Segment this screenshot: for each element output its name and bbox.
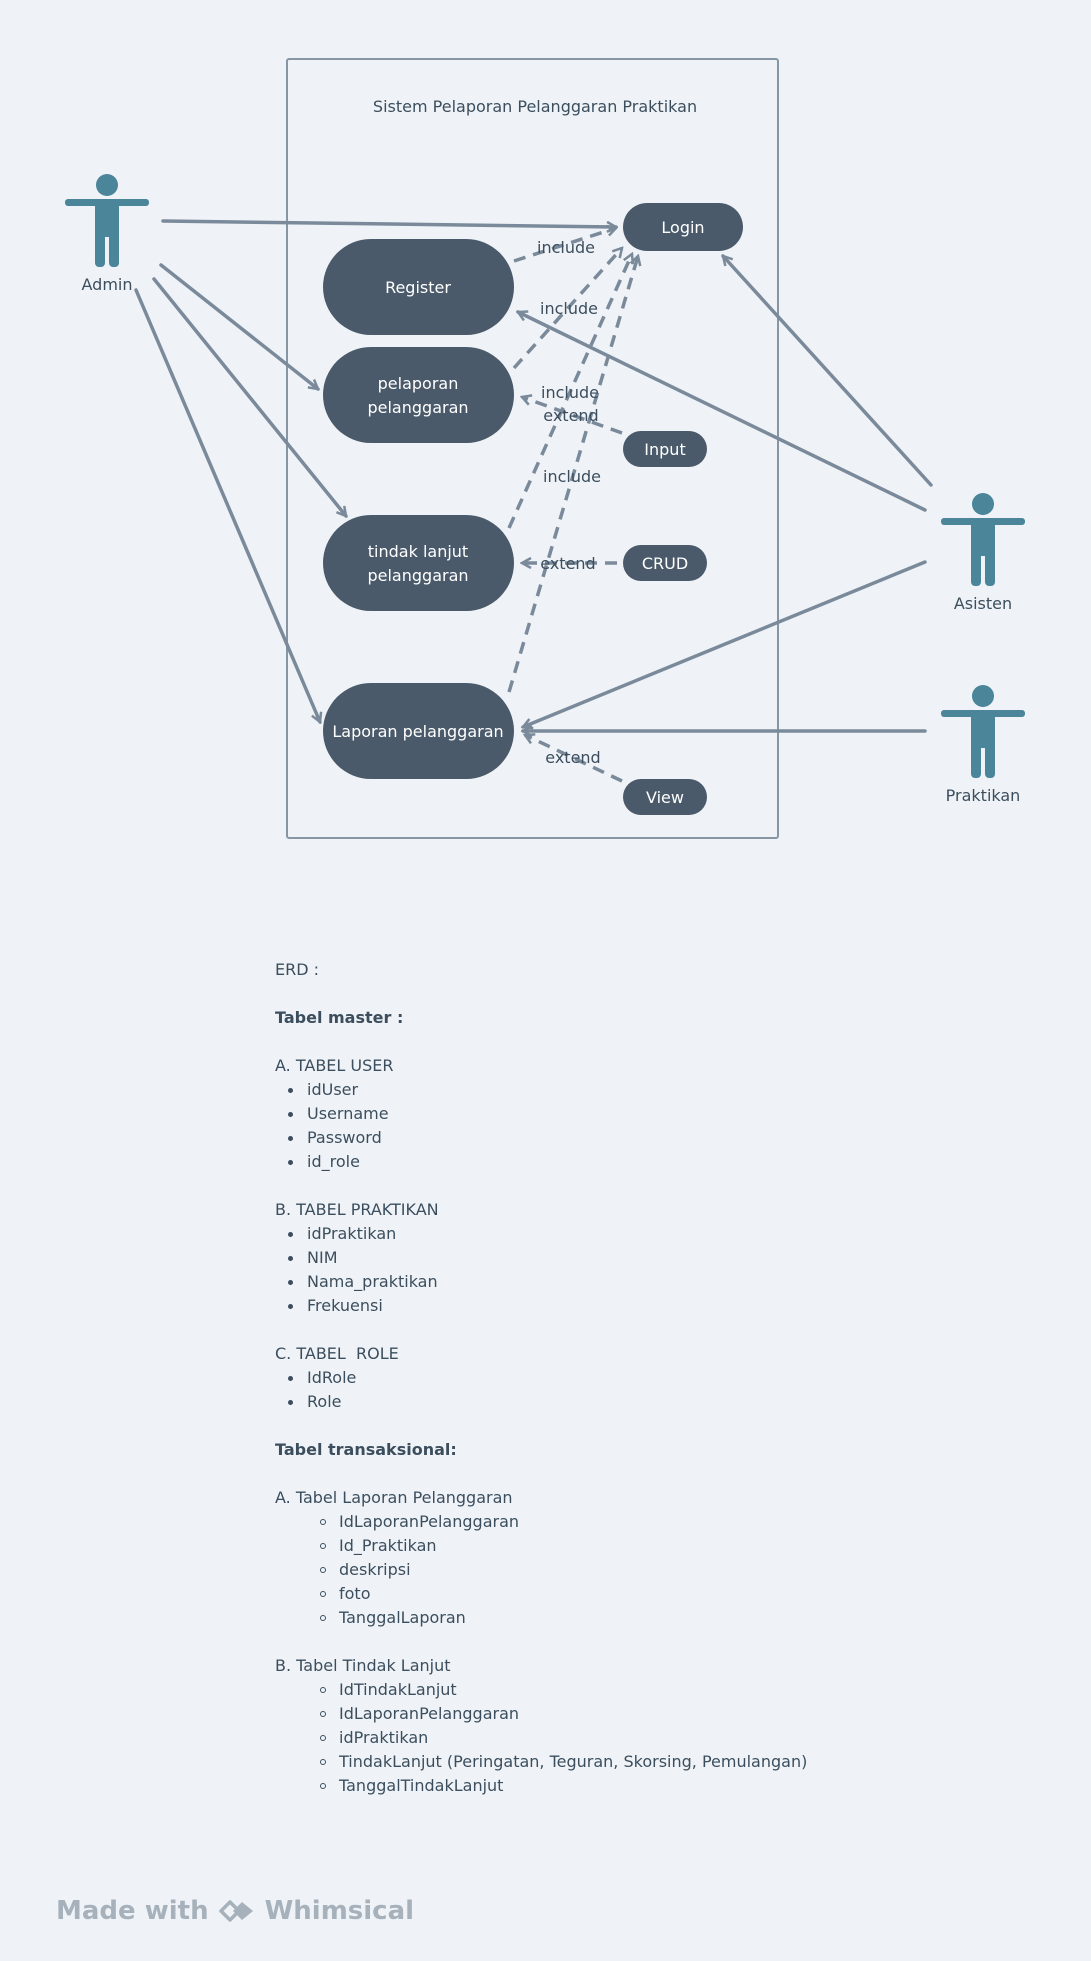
include-pelaporan-login (512, 248, 622, 370)
label-extend-3: extend (545, 748, 600, 767)
use-case-tindak-lanjut: tindak lanjut pelanggaran (323, 515, 514, 611)
field-item: TanggalLaporan (275, 1606, 1055, 1630)
svg-text:pelanggaran: pelanggaran (367, 398, 468, 417)
include-register-login (513, 228, 616, 263)
svg-text:tindak lanjut: tindak lanjut (368, 542, 468, 561)
actor-praktikan-icon (941, 685, 1025, 778)
assoc-admin-pelaporan (159, 263, 318, 391)
field-item: idPraktikan (275, 1222, 1055, 1246)
label-include-1: include (537, 238, 595, 257)
label-extend-1: extend (543, 406, 598, 425)
table-name: B. TABEL PRAKTIKAN (275, 1200, 439, 1219)
field-item: Role (275, 1390, 1055, 1414)
field-item: Id_Praktikan (275, 1534, 1055, 1558)
extend-view-laporan (525, 735, 623, 783)
system-title: Sistem Pelaporan Pelanggaran Praktikan (373, 97, 697, 116)
field-item: Nama_praktikan (275, 1270, 1055, 1294)
field-item: IdRole (275, 1366, 1055, 1390)
field-item: id_role (275, 1150, 1055, 1174)
made-with-whimsical-badge[interactable]: Made with Whimsical (56, 1896, 414, 1926)
assoc-asisten-laporan (523, 560, 927, 727)
use-case-laporan-pelanggaran: Laporan pelanggaran (323, 683, 514, 779)
whimsical-brand: Whimsical (264, 1896, 415, 1926)
svg-text:CRUD: CRUD (642, 554, 688, 573)
table-name: A. Tabel Laporan Pelanggaran (275, 1488, 513, 1507)
assoc-admin-tindak (152, 277, 348, 516)
field-item: Password (275, 1126, 1055, 1150)
field-item: TanggalTindakLanjut (275, 1774, 1055, 1798)
actor-asisten-label: Asisten (954, 594, 1012, 613)
whimsical-logo-icon (218, 1900, 253, 1922)
svg-text:View: View (646, 788, 684, 807)
made-with-label: Made with (56, 1896, 209, 1926)
assoc-asisten-register (518, 312, 927, 512)
system-boundary (286, 58, 779, 839)
use-case-login: Login (623, 203, 743, 251)
assoc-admin-laporan (134, 288, 320, 722)
label-extend-2: extend (540, 554, 595, 573)
svg-text:Laporan pelanggaran: Laporan pelanggaran (332, 722, 503, 741)
use-case-input: Input (623, 431, 707, 467)
extend-input-pelaporan (522, 397, 623, 435)
use-case-crud: CRUD (623, 545, 707, 581)
table-name: A. TABEL USER (275, 1056, 394, 1075)
transactional-heading: Tabel transaksional: (275, 1440, 457, 1459)
field-item: foto (275, 1582, 1055, 1606)
use-case-pelaporan-pelanggaran: pelaporan pelanggaran (323, 347, 514, 443)
field-item: idPraktikan (275, 1726, 1055, 1750)
actor-admin-icon (65, 174, 149, 267)
use-case-diagram: Sistem Pelaporan Pelanggaran Praktikan i… (65, 58, 1025, 839)
svg-text:Register: Register (385, 278, 451, 297)
actor-admin-label: Admin (82, 275, 133, 294)
svg-text:pelanggaran: pelanggaran (367, 566, 468, 585)
erd-notes: ERD : Tabel master : A. TABEL USER idUse… (275, 958, 1055, 1798)
table-name: C. TABEL ROLE (275, 1344, 399, 1363)
field-item: TindakLanjut (Peringatan, Teguran, Skors… (275, 1750, 1055, 1774)
actor-praktikan-label: Praktikan (946, 786, 1021, 805)
label-include-2: include (540, 299, 598, 318)
include-tindak-login (507, 254, 632, 529)
svg-text:Input: Input (644, 440, 685, 459)
erd-title: ERD : (275, 960, 320, 979)
svg-text:Login: Login (661, 218, 704, 237)
field-item: IdLaporanPelanggaran (275, 1702, 1055, 1726)
include-laporan-login (507, 256, 638, 693)
label-include-3: include (541, 383, 599, 402)
field-item: Frekuensi (275, 1294, 1055, 1318)
assoc-asisten-login (721, 256, 933, 487)
field-item: IdLaporanPelanggaran (275, 1510, 1055, 1534)
use-case-view: View (623, 779, 707, 815)
field-item: idUser (275, 1078, 1055, 1102)
master-heading: Tabel master : (275, 1008, 404, 1027)
label-include-4: include (543, 467, 601, 486)
table-name: B. Tabel Tindak Lanjut (275, 1656, 451, 1675)
field-item: NIM (275, 1246, 1055, 1270)
field-item: IdTindakLanjut (275, 1678, 1055, 1702)
field-item: deskripsi (275, 1558, 1055, 1582)
actor-asisten-icon (941, 493, 1025, 586)
assoc-admin-login (161, 219, 616, 227)
use-case-register: Register (323, 239, 514, 335)
svg-text:pelaporan: pelaporan (378, 374, 459, 393)
field-item: Username (275, 1102, 1055, 1126)
